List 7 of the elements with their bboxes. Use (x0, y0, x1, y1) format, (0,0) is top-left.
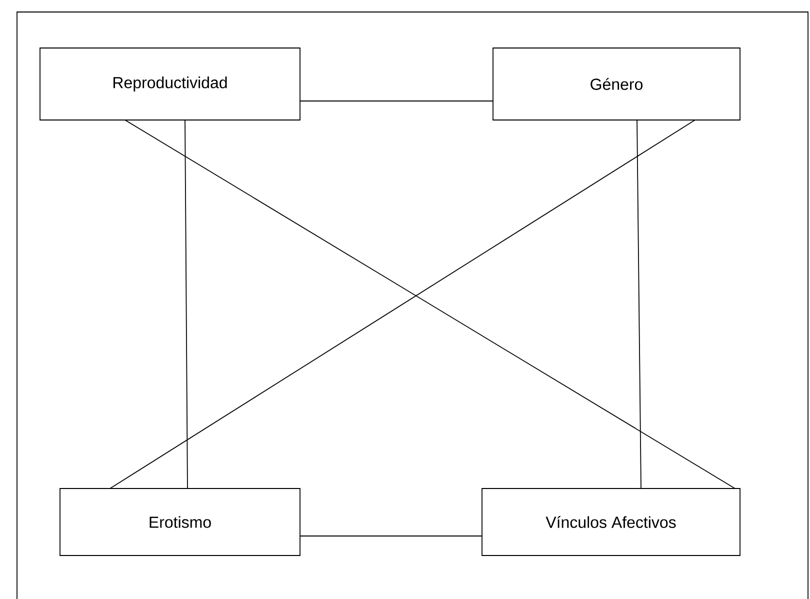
concept-box: Reproductividad (40, 48, 300, 120)
connector-line (300, 100, 494, 102)
concept-box: Género (492, 48, 740, 120)
connector-line (184, 120, 188, 489)
connector-line (636, 120, 642, 489)
concept-box: Erotismo (60, 488, 300, 556)
concept-box: Vínculos Afectivos (482, 488, 740, 556)
